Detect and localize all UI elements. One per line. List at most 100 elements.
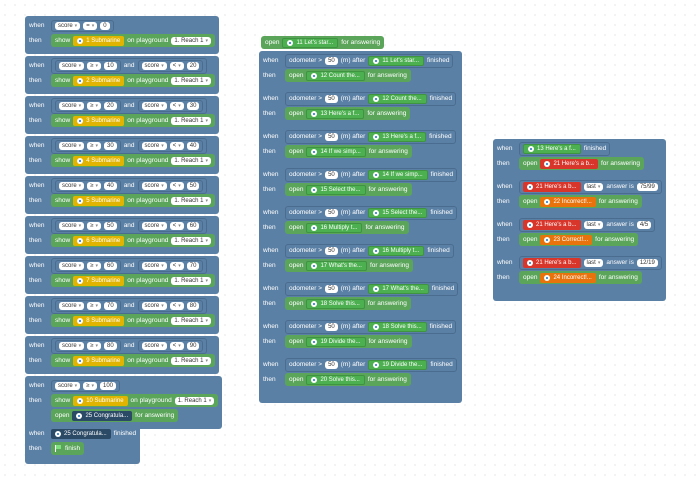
- item-chip[interactable]: 11 Let's star...: [368, 55, 425, 66]
- playground-select[interactable]: 1. Reach 1▾: [171, 356, 211, 365]
- variable-select[interactable]: score▾: [141, 141, 167, 150]
- item-chip[interactable]: 17 What's the...: [368, 283, 429, 294]
- answer-input[interactable]: 12/19: [636, 258, 658, 267]
- operator-select[interactable]: ≥▾: [87, 221, 101, 230]
- item-chip[interactable]: 13 Here's a f...: [306, 108, 365, 119]
- item-chip[interactable]: 12 Count the...: [306, 70, 365, 81]
- compare-right[interactable]: score▾<▾30: [137, 99, 204, 112]
- distance-input[interactable]: 50: [325, 208, 338, 217]
- variable-select[interactable]: score▾: [141, 61, 167, 70]
- item-chip[interactable]: 20 Solve this...: [306, 374, 365, 385]
- item-chip[interactable]: 21 Here's a b...: [540, 158, 598, 169]
- value-input[interactable]: 60: [186, 221, 200, 230]
- item-chip[interactable]: 14 If we simp...: [306, 146, 366, 157]
- distance-input[interactable]: 50: [325, 94, 338, 103]
- item-chip[interactable]: 10 Submarine: [73, 395, 128, 406]
- variable-select[interactable]: score▾: [59, 221, 85, 230]
- variable-select[interactable]: score▾: [141, 101, 167, 110]
- item-chip[interactable]: 21 Here's a b...: [523, 181, 581, 192]
- playground-select[interactable]: 1. Reach 1▾: [171, 76, 211, 85]
- item-chip[interactable]: 23 Correct!...: [540, 234, 593, 245]
- item-chip[interactable]: 19 Divide the...: [368, 359, 428, 370]
- compare-left[interactable]: score▾≥▾70: [55, 299, 121, 312]
- variable-select[interactable]: score▾: [141, 221, 167, 230]
- item-chip[interactable]: 16 Multiply t...: [306, 222, 363, 233]
- operator-select[interactable]: <▾: [169, 301, 184, 310]
- value-input[interactable]: 100: [100, 381, 117, 390]
- item-chip[interactable]: 25 Congratula...: [72, 410, 133, 421]
- item-chip[interactable]: 11 Let's star...: [282, 37, 339, 48]
- condition-block[interactable]: score▾≥▾100: [51, 379, 121, 392]
- operator-select[interactable]: ≥▾: [87, 261, 101, 270]
- item-chip[interactable]: 9 Submarine: [73, 355, 125, 366]
- compare-right[interactable]: score▾<▾60: [137, 219, 204, 232]
- operator-select[interactable]: <▾: [169, 141, 184, 150]
- compare-right[interactable]: score▾<▾40: [137, 139, 204, 152]
- compare-left[interactable]: score▾≥▾40: [55, 179, 121, 192]
- item-chip[interactable]: 25 Congratula...: [51, 428, 111, 439]
- compare-left[interactable]: score▾≥▾10: [55, 59, 121, 72]
- compare-left[interactable]: score▾≥▾20: [55, 99, 121, 112]
- item-chip[interactable]: 6 Submarine: [73, 235, 125, 246]
- operator-select[interactable]: <▾: [169, 261, 184, 270]
- variable-select[interactable]: score▾: [141, 301, 167, 310]
- last-select[interactable]: last▾: [583, 220, 604, 229]
- item-chip[interactable]: 19 Divide the...: [306, 336, 366, 347]
- playground-select[interactable]: 1. Reach 1▾: [171, 236, 211, 245]
- item-chip[interactable]: 14 If we simp...: [368, 169, 428, 180]
- item-chip[interactable]: 4 Submarine: [73, 155, 125, 166]
- item-chip[interactable]: 18 Solve this...: [306, 298, 365, 309]
- item-chip[interactable]: 15 Select the...: [306, 184, 366, 195]
- item-chip[interactable]: 15 Select the...: [368, 207, 428, 218]
- value-input[interactable]: 30: [186, 101, 200, 110]
- operator-select[interactable]: =▾: [83, 21, 98, 30]
- item-chip[interactable]: 2 Submarine: [73, 75, 125, 86]
- condition-block[interactable]: score▾=▾0: [51, 19, 114, 32]
- operator-select[interactable]: ≥▾: [87, 301, 101, 310]
- playground-select[interactable]: 1. Reach 1▾: [171, 316, 211, 325]
- variable-select[interactable]: score▾: [59, 341, 85, 350]
- variable-select[interactable]: score▾: [59, 301, 85, 310]
- playground-select[interactable]: 1. Reach 1▾: [171, 156, 211, 165]
- value-input[interactable]: 20: [186, 61, 200, 70]
- item-chip[interactable]: 21 Here's a b...: [523, 219, 581, 230]
- value-input[interactable]: 80: [104, 341, 117, 350]
- value-input[interactable]: 70: [104, 301, 117, 310]
- item-chip[interactable]: 3 Submarine: [73, 115, 125, 126]
- item-chip[interactable]: 17 What's the...: [306, 260, 367, 271]
- playground-select[interactable]: 1. Reach 1▾: [174, 396, 215, 405]
- operator-select[interactable]: ≥▾: [87, 181, 101, 190]
- item-chip[interactable]: 22 Incorrect!...: [540, 196, 596, 207]
- item-chip[interactable]: 1 Submarine: [73, 35, 125, 46]
